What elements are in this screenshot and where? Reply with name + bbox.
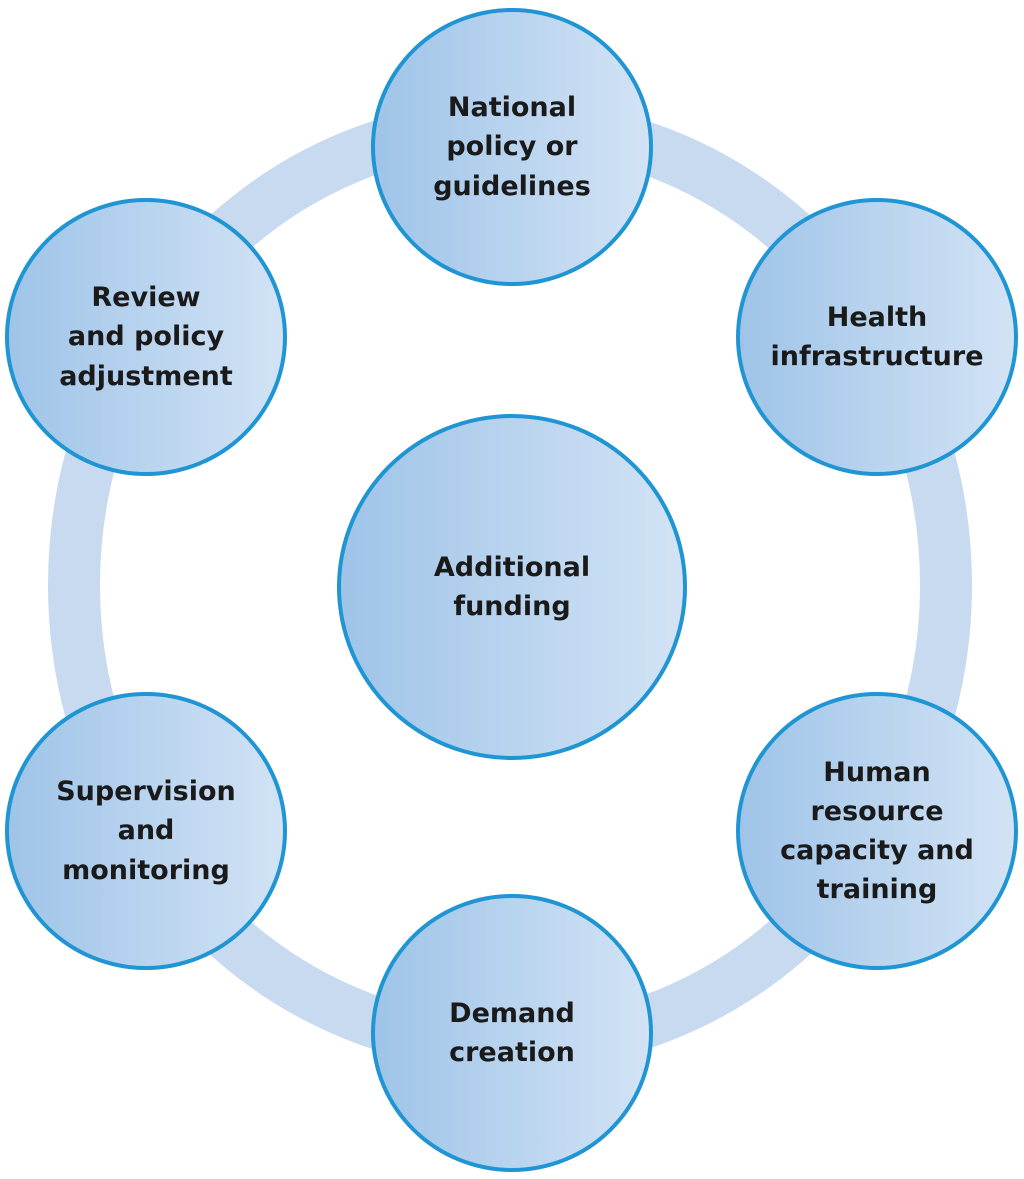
node-label: Health infrastructure	[770, 298, 983, 376]
center-node-label: Additional funding	[434, 548, 590, 626]
node-label-line: resource	[810, 795, 944, 827]
center-label-line: funding	[453, 591, 571, 622]
node-label-line: adjustment	[59, 360, 233, 392]
node-label: Human resource capacity and training	[780, 753, 974, 910]
node-label-line: training	[816, 874, 938, 906]
node-label-line: infrastructure	[770, 341, 984, 372]
node-health-infrastructure: Health infrastructure	[736, 198, 1018, 476]
node-label-line: and policy	[67, 321, 225, 353]
node-label-line: Review	[91, 282, 201, 314]
node-label: National policy or guidelines	[433, 88, 591, 205]
node-national-policy: National policy or guidelines	[371, 8, 653, 286]
center-node-additional-funding: Additional funding	[337, 414, 687, 760]
node-label: Review and policy adjustment	[59, 278, 233, 395]
node-label-line: Health	[826, 301, 928, 333]
node-label-line: National	[447, 92, 577, 124]
node-label-line: Supervision	[56, 776, 236, 808]
node-label-line: creation	[449, 1037, 575, 1068]
node-label-line: and	[117, 815, 175, 847]
node-label-line: policy or	[446, 131, 578, 163]
node-supervision-monitoring: Supervision and monitoring	[5, 692, 287, 970]
node-label-line: guidelines	[433, 170, 591, 202]
node-label-line: Human	[823, 756, 931, 788]
node-demand-creation: Demand creation	[371, 894, 653, 1172]
node-label: Supervision and monitoring	[56, 772, 236, 889]
center-label-line: Additional	[433, 551, 591, 583]
node-label-line: Demand	[449, 997, 575, 1029]
node-review-policy-adjustment: Review and policy adjustment	[5, 198, 287, 476]
node-human-resource: Human resource capacity and training	[736, 692, 1018, 970]
node-label-line: capacity and	[780, 835, 974, 866]
node-label-line: monitoring	[62, 854, 230, 886]
node-label: Demand creation	[449, 994, 575, 1072]
